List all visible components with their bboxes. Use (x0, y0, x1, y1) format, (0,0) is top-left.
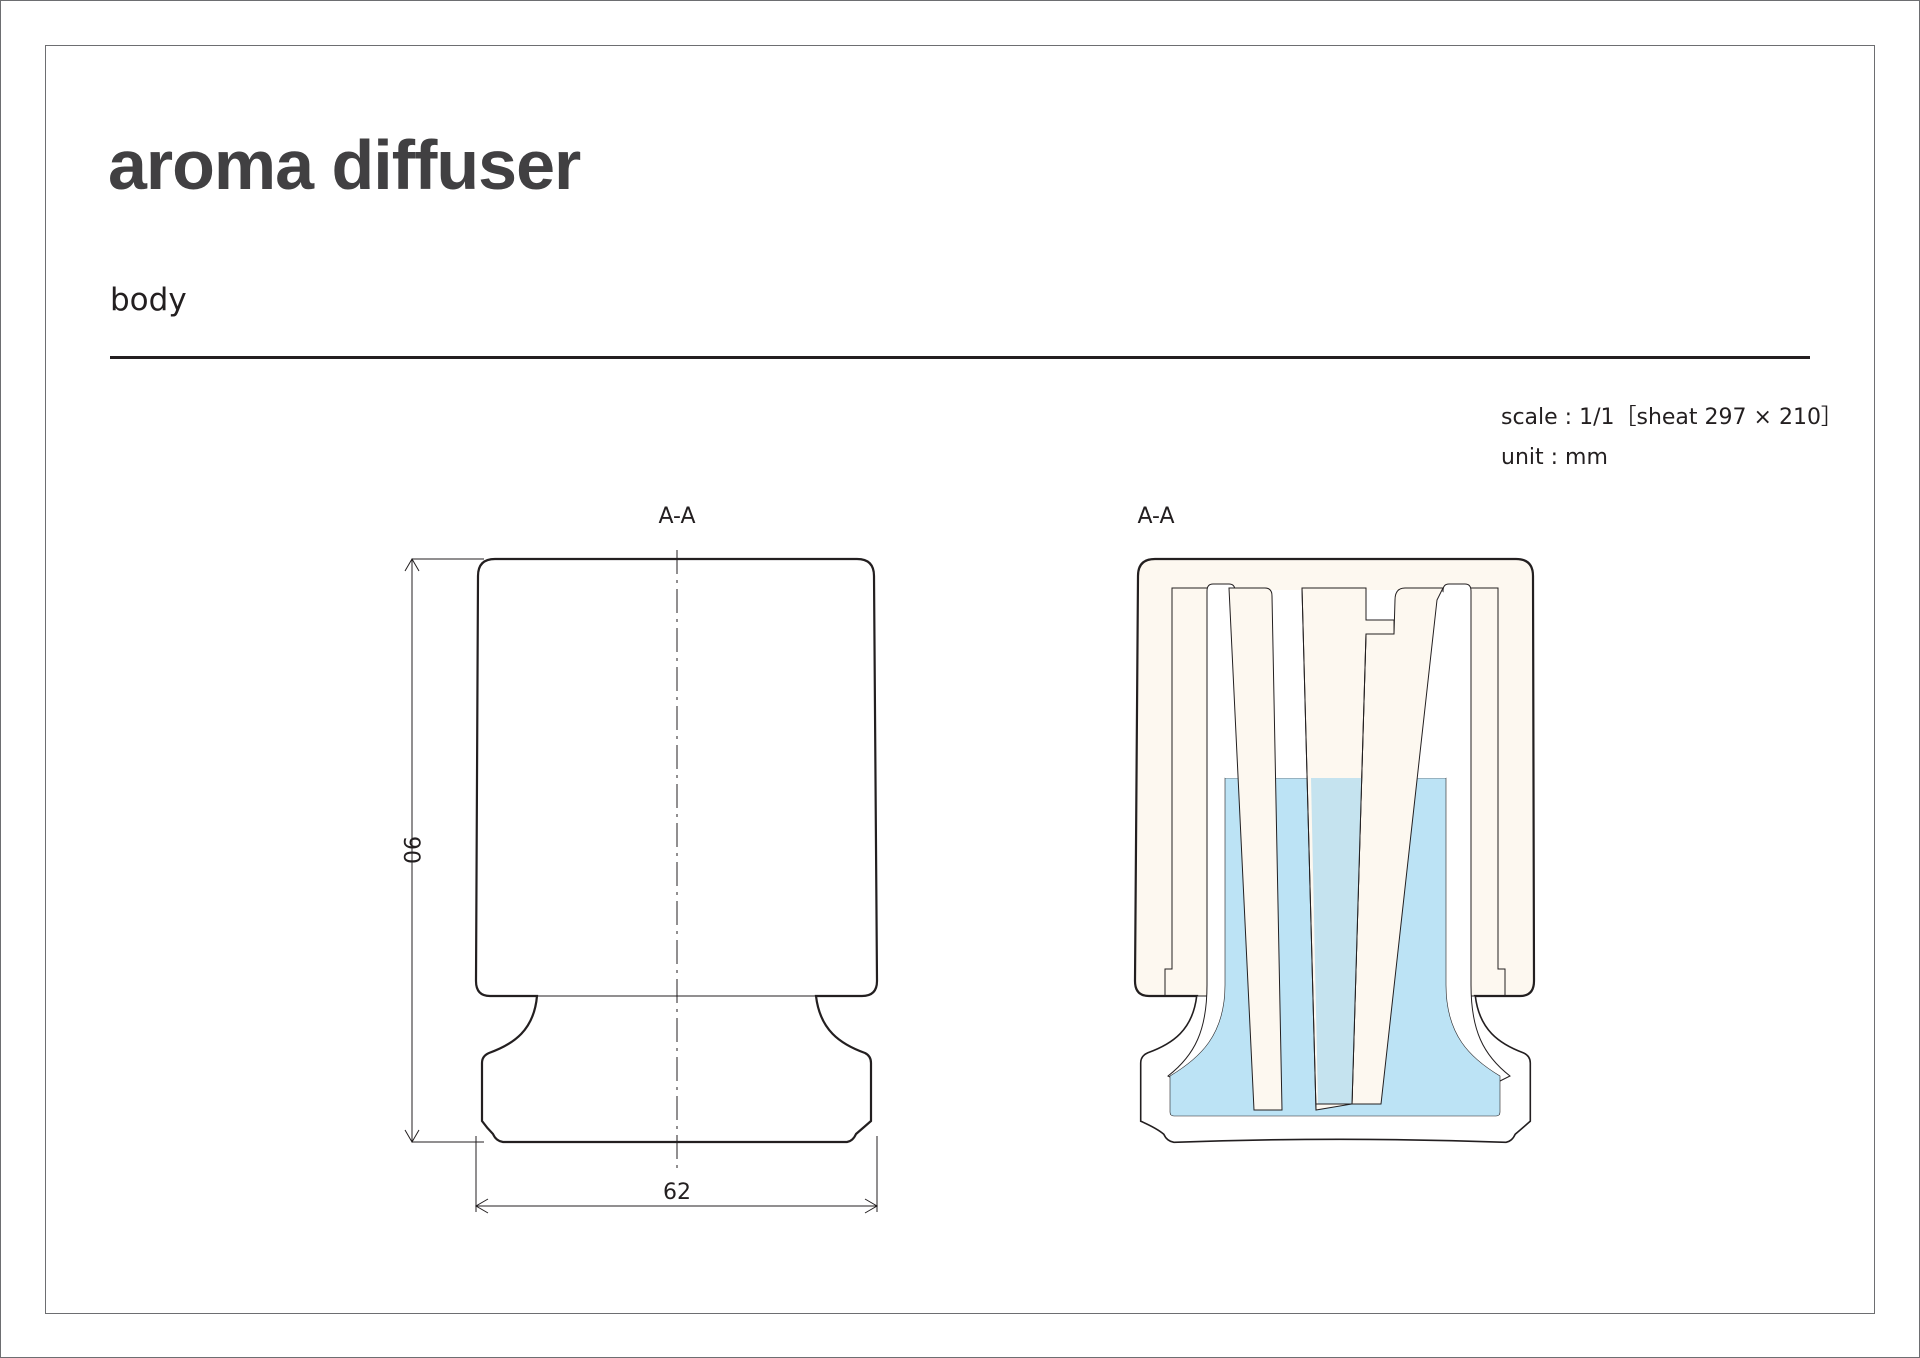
unit-note: unit : mm (1501, 445, 1608, 470)
section-wick-outline (1301, 587, 1367, 1111)
part-name: body (110, 282, 187, 318)
section-shell-inner-line-right (1471, 587, 1506, 996)
section-cap-left (1228, 587, 1283, 1111)
drawing-title: aroma diffuser (108, 126, 581, 204)
height-arrow-bottom (404, 1129, 420, 1143)
title-divider (110, 356, 1810, 359)
width-arrow-left (475, 1198, 489, 1214)
front-view-label: A-A (658, 504, 695, 529)
front-view: A-A 90 62 (398, 504, 879, 1214)
section-view: A-A (1133, 504, 1536, 1144)
width-dimension-value: 62 (663, 1180, 691, 1205)
height-dimension-value: 90 (398, 836, 423, 864)
section-cap-right (1351, 587, 1444, 1105)
section-view-label: A-A (1137, 504, 1174, 529)
height-arrow-top (404, 558, 420, 572)
section-shell-inner-line-left (1164, 587, 1207, 996)
section-liquid-overlap (1311, 778, 1362, 1104)
width-arrow-right (864, 1198, 878, 1214)
title-block: scale : 1/1［sheat 297 × 210］ unit : mm (1501, 398, 1843, 478)
drawing-frame (45, 45, 1875, 1314)
scale-note: scale : 1/1［sheat 297 × 210］ (1501, 405, 1843, 430)
